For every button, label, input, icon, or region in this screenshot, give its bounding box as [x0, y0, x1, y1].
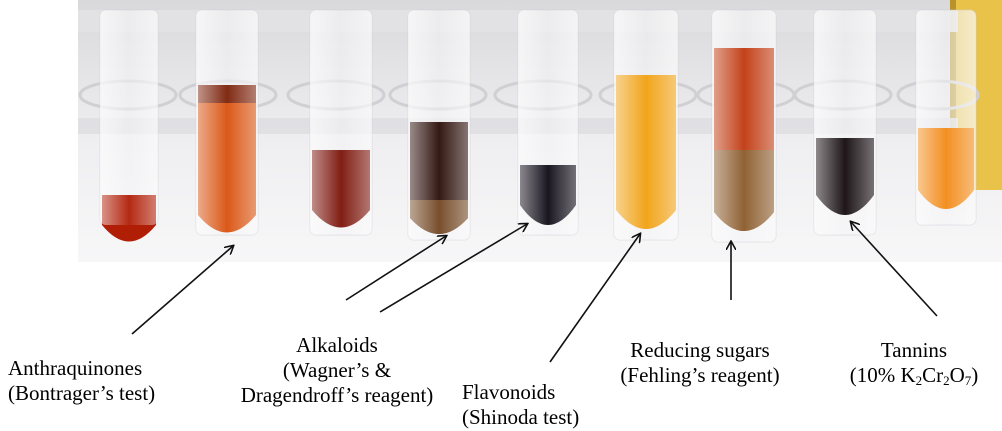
label-tannins: Tannins (10% K2Cr2O7) [830, 338, 998, 393]
label-alkaloids-line1: Alkaloids [296, 333, 378, 357]
label-anthraquinones: Anthraquinones (Bontrager’s test) [8, 356, 155, 406]
label-flavonoids: Flavonoids (Shinoda test) [462, 380, 579, 430]
label-anthraquinones-line1: Anthraquinones [8, 356, 143, 380]
label-tannins-formula: (10% K2Cr2O7) [849, 363, 979, 388]
label-alkaloids-line3: Dragendroff’s reagent) [240, 383, 434, 407]
label-tannins-line1: Tannins [880, 338, 948, 362]
label-alkaloids: Alkaloids (Wagner’s & Dragendroff’s reag… [218, 333, 456, 408]
label-reducing-sugars-line1: Reducing sugars [630, 338, 770, 362]
test-tubes-photo [78, 0, 1002, 262]
label-reducing-sugars: Reducing sugars (Fehling’s reagent) [594, 338, 806, 388]
label-flavonoids-line1: Flavonoids [462, 380, 556, 404]
label-flavonoids-line2: (Shinoda test) [462, 405, 580, 429]
label-anthraquinones-line2: (Bontrager’s test) [8, 381, 156, 405]
label-alkaloids-line2: (Wagner’s & [282, 358, 392, 382]
label-reducing-sugars-line2: (Fehling’s reagent) [620, 363, 780, 387]
